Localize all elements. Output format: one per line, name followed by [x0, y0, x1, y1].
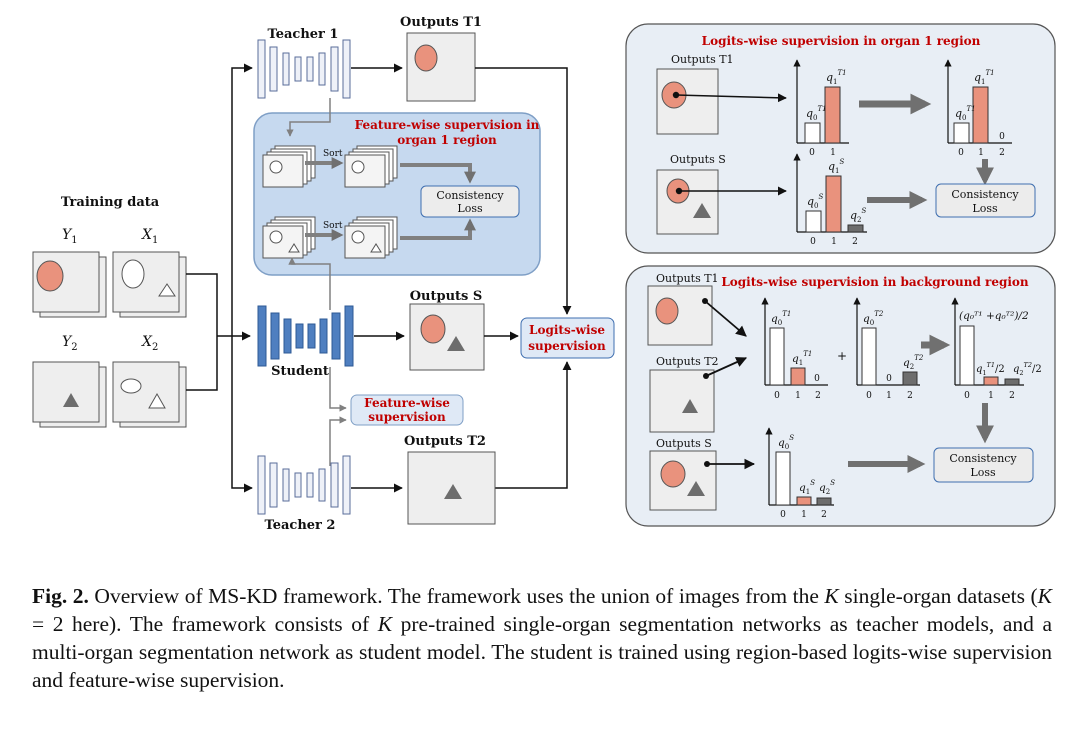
- top-outputs-s-label: Outputs S: [670, 153, 726, 166]
- tick: 2: [852, 237, 858, 247]
- outputs-s-label: Outputs S: [410, 289, 483, 304]
- feature-map-stack-student: [262, 216, 316, 259]
- caption-k-2: K: [1037, 584, 1052, 608]
- consistency-line2: Loss: [972, 202, 998, 215]
- consistency-line1: Consistency: [949, 452, 1017, 465]
- tick: 1: [830, 148, 836, 158]
- caption-k-1: K: [824, 584, 839, 608]
- tick: 1: [978, 148, 984, 158]
- consistency-line2: Loss: [970, 466, 996, 479]
- plus-sign: +: [837, 349, 847, 363]
- consistency-loss-organ1: [935, 183, 1036, 218]
- teacher2-network: [257, 455, 351, 515]
- outputs-t2-label: Outputs T2: [404, 434, 486, 449]
- tick: 0: [810, 237, 816, 247]
- teacher2-label: Teacher 2: [265, 518, 336, 533]
- feature-map-stack-teacher: [262, 145, 316, 188]
- tick: 1: [988, 391, 994, 401]
- feature-panel-title-line2: organ 1 region: [397, 133, 497, 147]
- x1-label: X1: [141, 227, 158, 246]
- caption-text-2: single-organ datasets (: [838, 584, 1038, 608]
- tick: 0: [780, 510, 786, 520]
- student-label: Student: [271, 364, 329, 379]
- outputs-s-box: [409, 303, 485, 371]
- organ1-circle: [36, 260, 64, 292]
- consistency-line1: Consistency: [951, 188, 1019, 201]
- consistency-line1: Consistency: [436, 189, 504, 202]
- center-network: Teacher 1 Outputs T1 Feature-wise superv…: [217, 15, 615, 533]
- training-data-title: Training data: [61, 195, 160, 210]
- feature-wise-line1: Feature-wise: [364, 396, 450, 410]
- tick: 2: [1009, 391, 1015, 401]
- tick: 0: [809, 148, 815, 158]
- y2-label: Y2: [62, 334, 78, 353]
- sorted-map-stack-teacher: [344, 145, 398, 188]
- caption-k-3: K: [377, 612, 393, 636]
- tick: 0: [866, 391, 872, 401]
- caption-text-3: = 2 here). The framework consists of: [32, 612, 378, 636]
- outputs-t1-label: Outputs T1: [400, 15, 482, 30]
- top-outputs-t1-label: Outputs T1: [671, 53, 734, 66]
- background-panel-title: Logits-wise supervision in background re…: [721, 275, 1029, 289]
- tick: 2: [815, 391, 821, 401]
- bottom-outputs-s-label: Outputs S: [656, 437, 712, 450]
- average-formula: (q₀ᵀ¹ +q₀ᵀ²)/2: [959, 310, 1029, 322]
- tick: 2: [907, 391, 913, 401]
- caption-text-1: Overview of MS-KD framework. The framewo…: [88, 584, 825, 608]
- feature-wise-line2: supervision: [368, 410, 446, 424]
- training-data: Training data Y1 X1 Y2 X2: [32, 195, 218, 428]
- feature-wise-supervision-box: [350, 394, 464, 426]
- logits-wise-line1: Logits-wise: [529, 323, 605, 337]
- consistency-loss-feature: [420, 185, 520, 218]
- feature-panel-title-line1: Feature-wise supervision in: [355, 118, 540, 132]
- consistency-loss-background: [933, 447, 1034, 483]
- organ1-logits-panel: Logits-wise supervision in organ 1 regio…: [625, 23, 1056, 254]
- tick: 2: [821, 510, 827, 520]
- teacher1-network: [257, 39, 351, 99]
- tick: 0: [964, 391, 970, 401]
- zero-value: 0: [999, 132, 1005, 142]
- tick: 1: [801, 510, 807, 520]
- logits-wise-line2: supervision: [528, 339, 606, 353]
- tick: 1: [795, 391, 801, 401]
- ms-kd-diagram: Training data Y1 X1 Y2 X2 Teacher 1: [32, 15, 1056, 533]
- consistency-line2: Loss: [457, 202, 483, 215]
- sort-label-top: Sort: [323, 149, 343, 159]
- sorted-map-stack-student: [344, 216, 398, 259]
- x2-label: X2: [141, 334, 158, 353]
- bottom-outputs-t2-box: [649, 369, 715, 433]
- background-logits-panel: Logits-wise supervision in background re…: [625, 265, 1056, 527]
- teacher1-label: Teacher 1: [268, 27, 339, 42]
- tick: 0: [958, 148, 964, 158]
- tick: 1: [831, 237, 837, 247]
- organ1-panel-title: Logits-wise supervision in organ 1 regio…: [702, 34, 981, 48]
- bottom-outputs-t1-label: Outputs T1: [656, 272, 719, 285]
- top-outputs-s-box: [656, 169, 719, 235]
- outputs-t1-box: [406, 32, 476, 102]
- y1-label: Y1: [62, 227, 78, 246]
- student-network: [257, 305, 354, 367]
- figure-caption: Fig. 2. Overview of MS-KD framework. The…: [32, 582, 1052, 694]
- organ2-triangle: [63, 393, 79, 407]
- tick: 2: [999, 148, 1005, 158]
- caption-label: Fig. 2.: [32, 584, 89, 608]
- tick: 0: [774, 391, 780, 401]
- zero-value: 0: [814, 374, 820, 384]
- sort-label-bottom: Sort: [323, 221, 343, 231]
- bottom-outputs-t2-label: Outputs T2: [656, 355, 719, 368]
- logits-wise-supervision-box: [520, 317, 615, 359]
- tick: 1: [886, 391, 892, 401]
- zero-value: 0: [886, 374, 892, 384]
- caption-text-4: pre-trained single-organ segmentation ne…: [32, 612, 1052, 692]
